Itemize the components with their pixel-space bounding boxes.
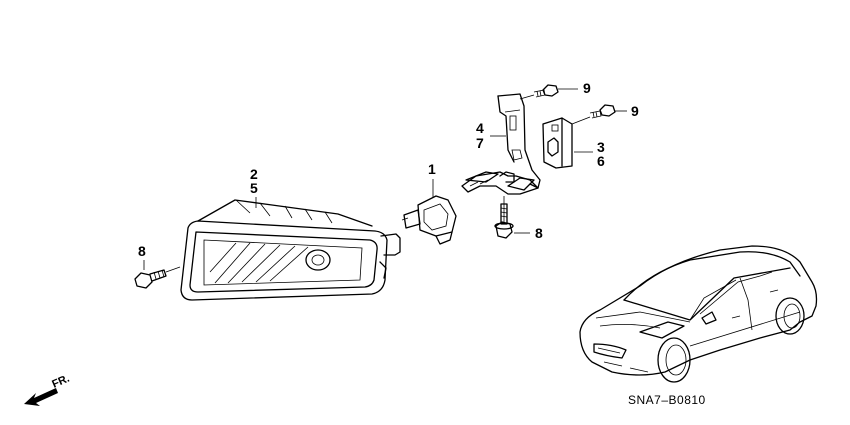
callout-small-bracket-a: 3 <box>597 139 605 155</box>
diagram-code: SNA7–B0810 <box>628 393 706 407</box>
callout-main-bracket-a: 4 <box>476 120 484 136</box>
bolt-center <box>494 196 514 239</box>
callout-screw-right: 9 <box>631 103 639 119</box>
callout-small-bracket-b: 6 <box>597 153 605 169</box>
callout-bolt-left: 8 <box>138 243 146 259</box>
callout-main-bracket-b: 7 <box>476 135 484 151</box>
screw-top <box>533 84 559 98</box>
fog-light-housing <box>180 199 401 301</box>
callout-bolt-center: 8 <box>535 225 543 241</box>
direction-label: FR. <box>50 373 71 391</box>
callout-housing-a: 2 <box>250 166 258 182</box>
car-illustration <box>579 245 818 383</box>
callout-bulb: 1 <box>428 161 436 177</box>
fog-bulb <box>401 195 457 245</box>
bolt-left <box>134 269 167 289</box>
callout-screw-top: 9 <box>583 80 591 96</box>
callout-housing-b: 5 <box>250 180 258 196</box>
front-direction-arrow <box>24 388 58 406</box>
main-bracket <box>461 93 541 195</box>
screw-right <box>589 104 616 119</box>
small-bracket <box>542 117 573 169</box>
